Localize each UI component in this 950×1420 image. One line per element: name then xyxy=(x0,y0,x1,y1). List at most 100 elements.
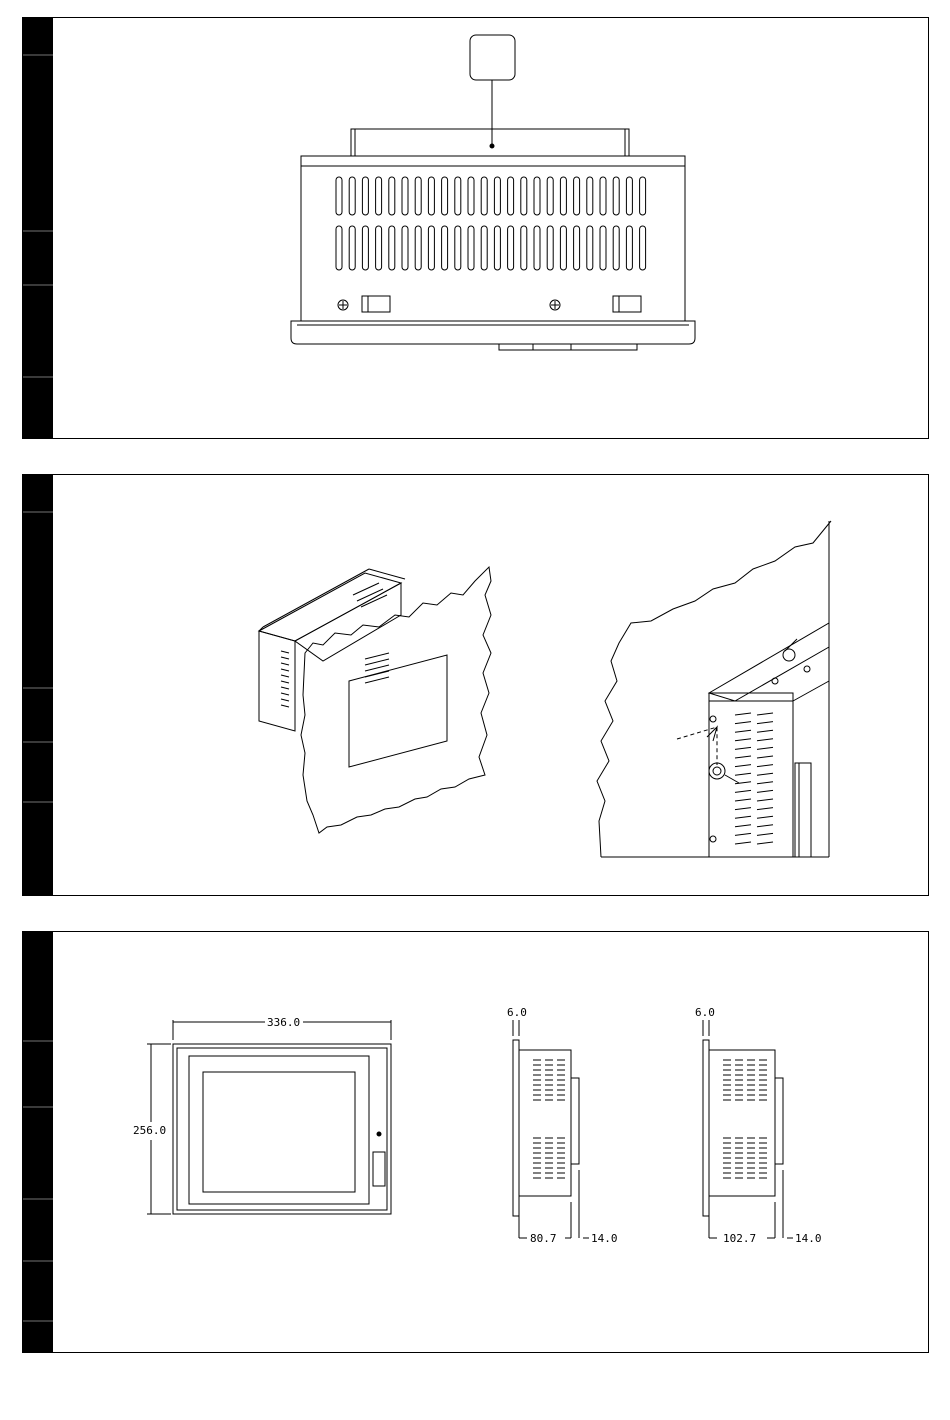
vent-slot xyxy=(521,226,527,270)
vent-slot xyxy=(757,739,773,741)
vent-slot xyxy=(402,177,408,215)
side-b-thickness-label: 6.0 xyxy=(695,1006,715,1019)
vent-slot xyxy=(640,226,646,270)
vent-slot xyxy=(735,756,751,758)
vent-slot xyxy=(757,816,773,818)
detail-vents xyxy=(735,713,773,844)
vent-slot xyxy=(468,226,474,270)
detail-bezel xyxy=(795,763,811,857)
vent-slot xyxy=(442,226,448,270)
side-b-vents xyxy=(723,1060,767,1178)
vent-slot xyxy=(362,177,368,215)
vent-slot xyxy=(735,739,751,741)
vent-slot xyxy=(508,226,514,270)
vent-slot xyxy=(757,825,773,827)
vent-slot xyxy=(757,773,773,775)
vent-slot xyxy=(494,177,500,215)
device-side-top xyxy=(259,573,401,641)
vent-slot xyxy=(600,226,606,270)
vent-slot xyxy=(757,747,773,749)
vent-slot xyxy=(735,722,751,724)
vent-slot xyxy=(626,226,632,270)
vent-slot xyxy=(735,833,751,835)
vent-slot xyxy=(757,842,773,844)
wall-left xyxy=(301,567,491,833)
vent-slot xyxy=(600,177,606,215)
vent-slot xyxy=(336,177,342,215)
vent-slot xyxy=(534,226,540,270)
vent-slot xyxy=(362,226,368,270)
side-a-bezel xyxy=(513,1040,519,1216)
vent-slots xyxy=(336,177,646,270)
vent-slot xyxy=(640,177,646,215)
vent-slot xyxy=(402,226,408,270)
front-view-outer xyxy=(173,1044,391,1214)
vent-slot xyxy=(613,177,619,215)
side-a-body xyxy=(519,1050,571,1196)
bottom-connector xyxy=(499,344,637,350)
vent-slot xyxy=(389,177,395,215)
side-a-vents xyxy=(533,1060,565,1178)
vent-slot xyxy=(494,226,500,270)
panel-cutout xyxy=(349,655,447,767)
vent-slot xyxy=(735,765,751,767)
callout-box xyxy=(470,35,515,80)
vent-slot xyxy=(757,730,773,732)
side-b-bracket xyxy=(775,1078,783,1164)
vent-slot xyxy=(547,226,553,270)
side-b-bezel xyxy=(703,1040,709,1216)
vent-slot xyxy=(349,177,355,215)
side-a-thickness-label: 6.0 xyxy=(507,1006,527,1019)
front-view-screen xyxy=(189,1056,369,1204)
vent-slot xyxy=(757,808,773,810)
vent-slot xyxy=(587,226,593,270)
vent-slot xyxy=(521,177,527,215)
front-bezel xyxy=(291,321,695,344)
vent-slot xyxy=(735,808,751,810)
vent-slot xyxy=(349,226,355,270)
vent-slot xyxy=(428,226,434,270)
side-a-bracket-label: 14.0 xyxy=(591,1232,618,1245)
side-b-body xyxy=(709,1050,775,1196)
detail-fastener xyxy=(709,763,725,779)
device-vents xyxy=(281,583,389,707)
vent-slot xyxy=(574,226,580,270)
side-b-depth-label: 102.7 xyxy=(723,1232,756,1245)
front-view-button xyxy=(373,1152,385,1186)
vent-slot xyxy=(428,177,434,215)
vent-slot xyxy=(735,713,751,715)
vent-slot xyxy=(574,177,580,215)
detail-device-top xyxy=(709,623,829,701)
vent-slot xyxy=(757,790,773,792)
latch-right xyxy=(613,296,641,312)
vent-slot xyxy=(547,177,553,215)
vent-slot xyxy=(389,226,395,270)
wall-right xyxy=(597,521,831,857)
front-height-label: 256.0 xyxy=(133,1124,166,1137)
vent-slot xyxy=(415,226,421,270)
vent-slot xyxy=(757,756,773,758)
vent-slot xyxy=(757,782,773,784)
vent-slot xyxy=(735,747,751,749)
vent-slot xyxy=(735,799,751,801)
vent-slot xyxy=(757,833,773,835)
vent-slot xyxy=(336,226,342,270)
installation-drawing xyxy=(23,475,930,897)
vent-slot xyxy=(626,177,632,215)
latch-left xyxy=(362,296,390,312)
vent-slot xyxy=(560,177,566,215)
side-a-depth-label: 80.7 xyxy=(530,1232,557,1245)
vent-slot xyxy=(757,765,773,767)
vent-slot xyxy=(587,177,593,215)
vent-slot xyxy=(735,842,751,844)
vent-slot xyxy=(415,177,421,215)
vent-slot xyxy=(481,177,487,215)
vent-slot xyxy=(735,825,751,827)
vent-slot xyxy=(735,773,751,775)
front-width-label: 336.0 xyxy=(267,1016,300,1029)
panel-top-view xyxy=(22,17,929,439)
top-view-drawing xyxy=(23,18,930,440)
vent-slot xyxy=(757,713,773,715)
vent-slot xyxy=(757,722,773,724)
panel-dimension-view: 336.0 256.0 6.0 80.7 14.0 6.0 102.7 14.0 xyxy=(22,931,929,1353)
